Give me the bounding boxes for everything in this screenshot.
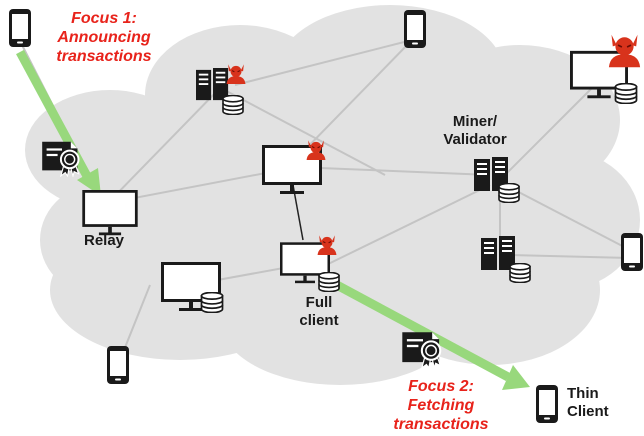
focus1-line2: Announcing	[57, 29, 151, 46]
thin-client-line2: Client	[567, 403, 609, 420]
focus2-line2: Fetching	[407, 397, 475, 414]
full-client-link	[292, 184, 304, 241]
database-icon	[498, 183, 520, 203]
database-icon	[222, 95, 244, 115]
database-icon	[614, 83, 638, 104]
database-icon	[200, 292, 224, 313]
focus2-arrow	[332, 280, 530, 390]
full-client-label: Full client	[291, 294, 347, 330]
focus1-text: Focus 1: Announcing transactions	[42, 9, 166, 66]
phone-icon	[107, 346, 129, 384]
database-icon	[318, 272, 340, 292]
focus2-line3: transactions	[393, 416, 489, 433]
network-cloud	[25, 5, 640, 385]
focus2-text: Focus 2: Fetching transactions	[376, 377, 506, 434]
full-client-line2: client	[299, 312, 339, 329]
phone-icon	[9, 9, 31, 47]
full-client-line1: Full	[305, 294, 333, 311]
miner-label-line2: Validator	[443, 131, 507, 148]
phone-icon	[404, 10, 426, 48]
miner-label-line1: Miner/	[452, 113, 498, 130]
database-icon	[509, 263, 531, 283]
phone-icon	[621, 233, 643, 271]
focus2-title: Focus 2:	[408, 378, 474, 395]
thin-client-phone-icon	[536, 385, 558, 423]
focus1-line3: transactions	[56, 48, 152, 65]
miner-validator-label: Miner/ Validator	[440, 113, 510, 149]
relay-label: Relay	[84, 232, 125, 249]
thin-client-label: Thin Client	[567, 385, 627, 421]
thin-client-line1: Thin	[567, 385, 599, 402]
focus1-title: Focus 1:	[71, 10, 137, 27]
